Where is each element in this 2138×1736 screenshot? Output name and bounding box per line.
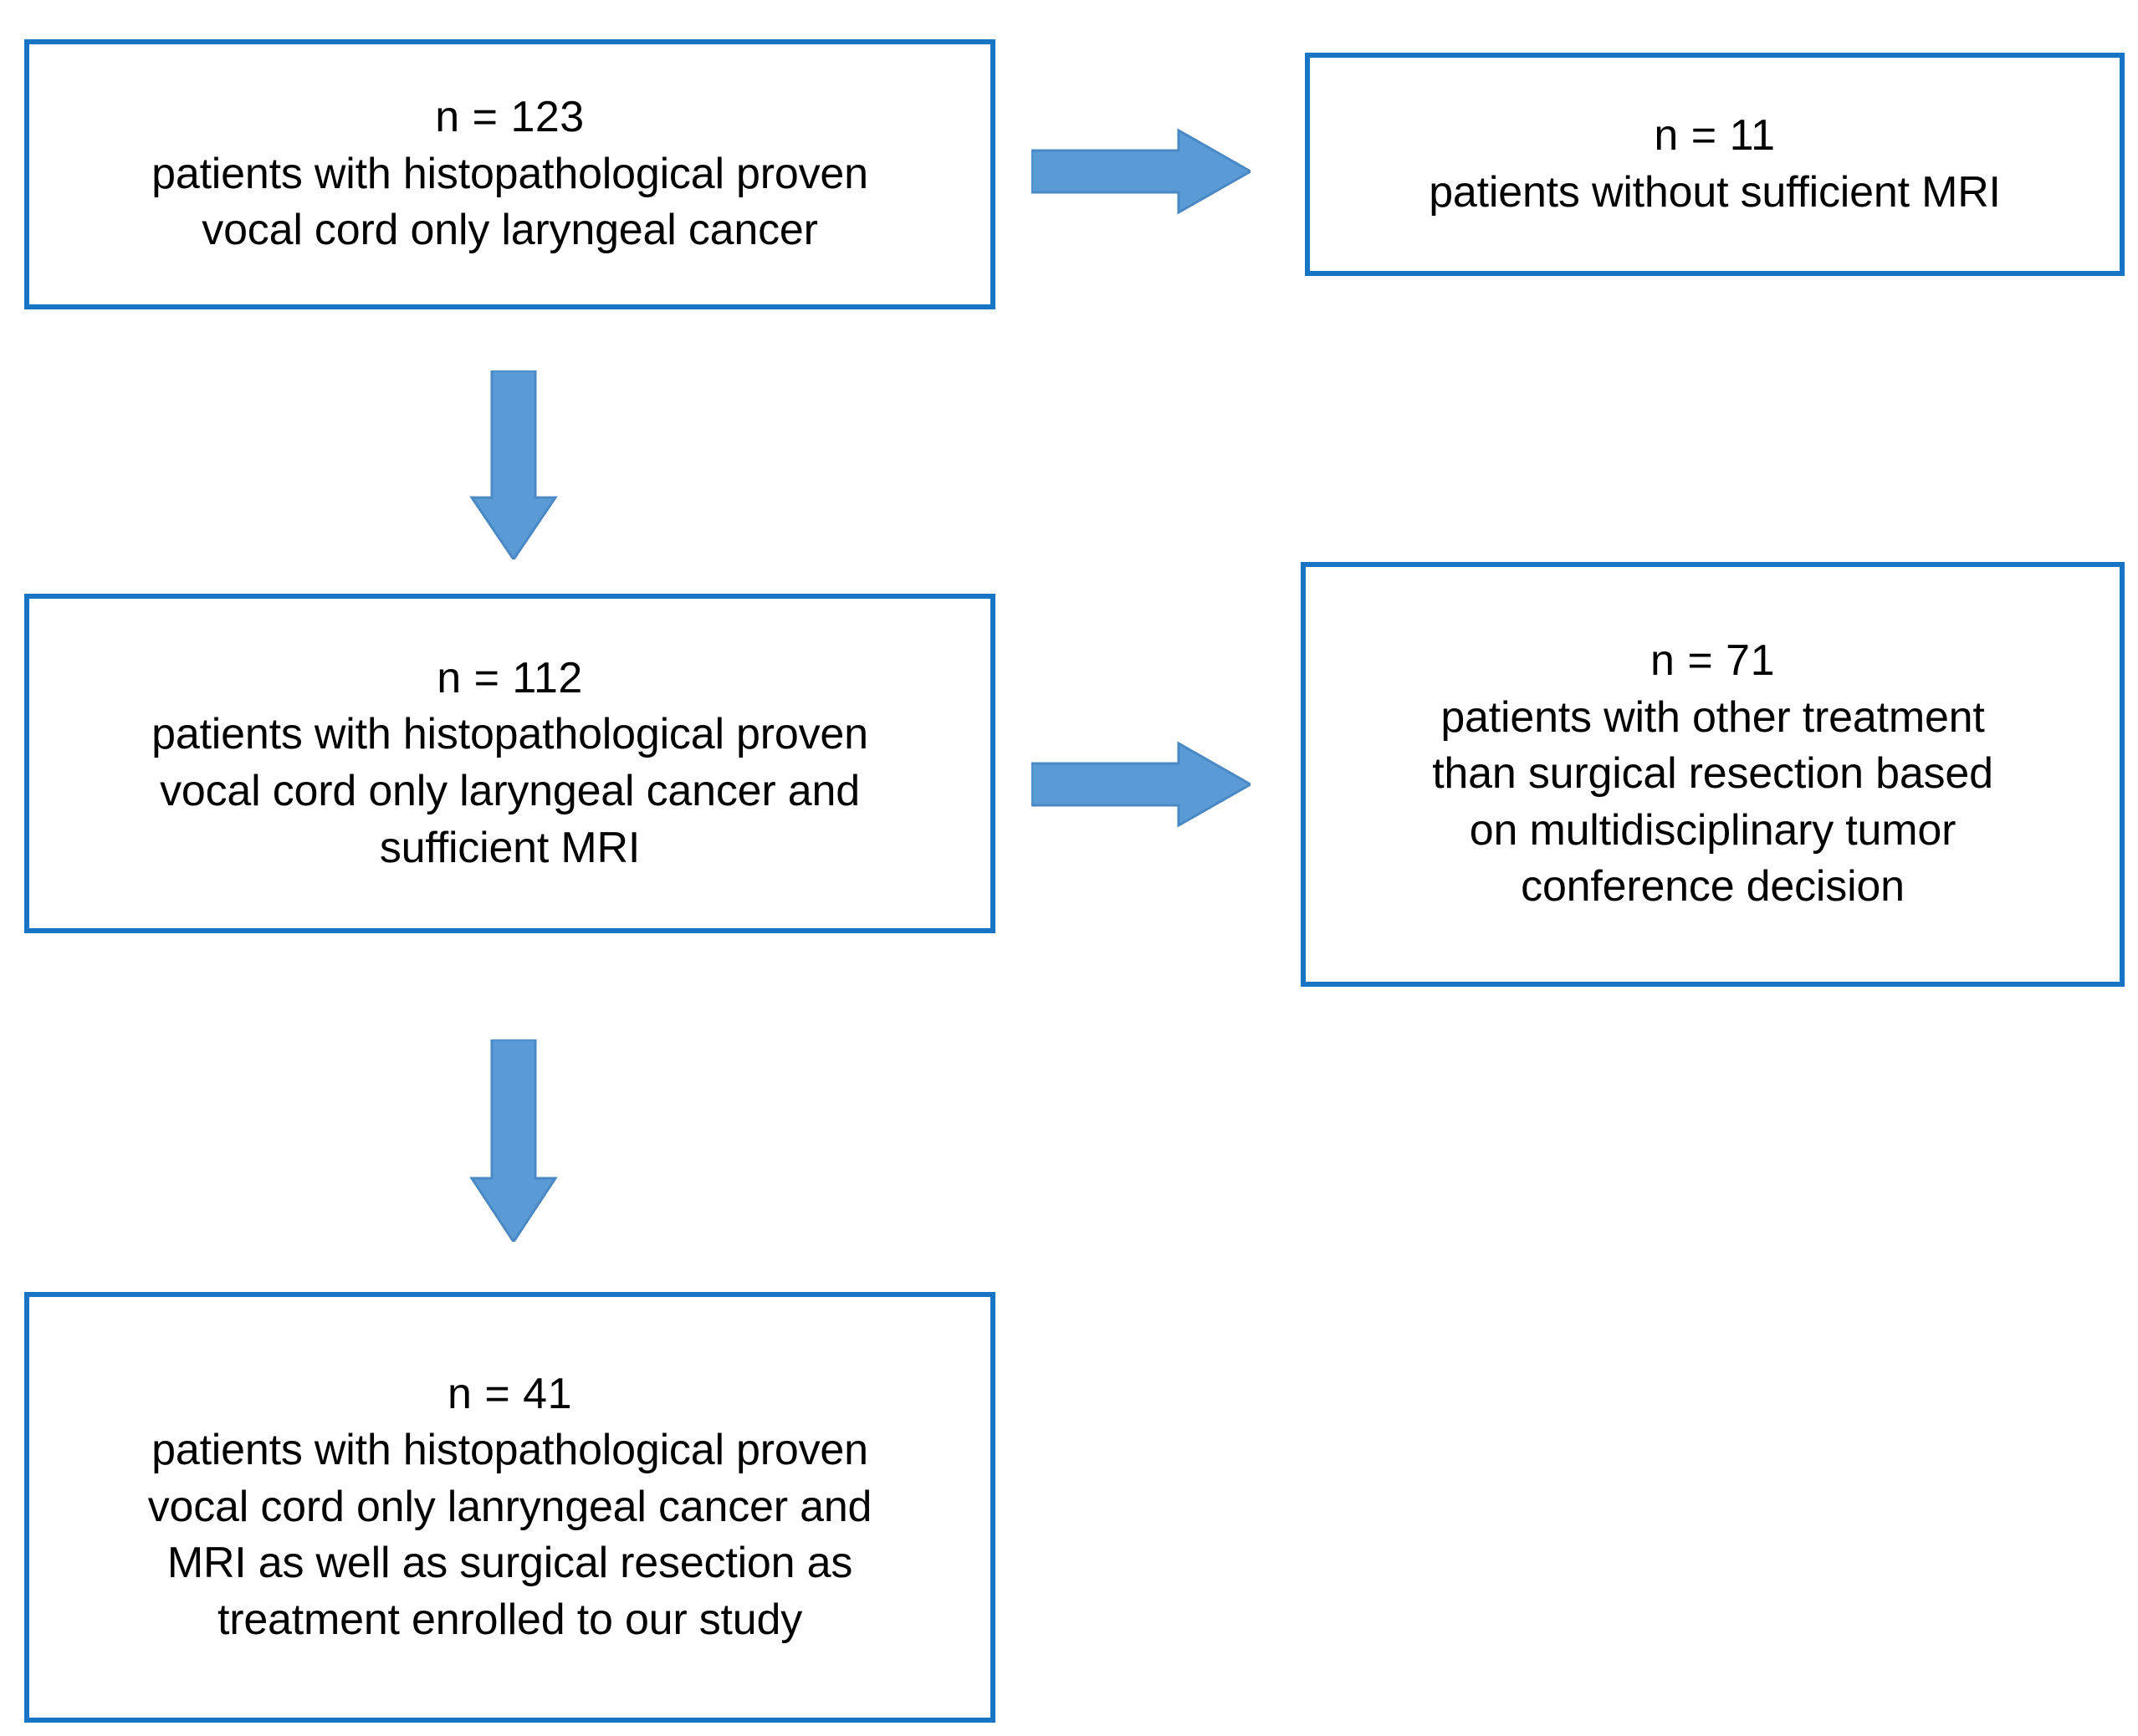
node-excluded-no-mri[interactable]: n = 11 patients without sufficient MRI xyxy=(1305,53,2125,276)
node-enrolled-line-3: MRI as well as surgical resection as xyxy=(166,1539,853,1588)
node-excluded-other-treatment-line-3: on multidisciplinary tumor xyxy=(1469,805,1956,855)
arrow-eligible-to-excluded-other-treatment xyxy=(1031,740,1251,829)
down-arrow-icon xyxy=(469,1039,558,1242)
node-excluded-other-treatment[interactable]: n = 71 patients with other treatment tha… xyxy=(1301,562,2125,987)
node-eligible-line-2: vocal cord only laryngeal cancer and xyxy=(160,767,860,815)
node-excluded-other-treatment-line-2: than surgical resection based xyxy=(1432,749,1993,799)
node-eligible-line-3: sufficient MRI xyxy=(379,823,641,872)
node-enrolled-line-4: treatment enrolled to our study xyxy=(217,1595,803,1644)
node-enrolled-line-1: patients with histopathological proven xyxy=(151,1426,868,1475)
arrow-eligible-to-enrolled xyxy=(468,1039,559,1242)
node-excluded-no-mri-count: n = 11 xyxy=(1654,110,1776,160)
node-screened-count: n = 123 xyxy=(435,93,585,142)
node-eligible-line-1: patients with histopathological proven xyxy=(151,710,868,759)
node-excluded-no-mri-line-1: patients without sufficient MRI xyxy=(1429,167,2001,217)
node-enrolled-line-2: vocal cord only lanryngeal cancer and xyxy=(147,1482,872,1531)
node-screened-line-2: vocal cord only laryngeal cancer xyxy=(202,206,818,255)
node-screened-population[interactable]: n = 123 patients with histopathological … xyxy=(24,39,995,309)
node-eligible-count: n = 112 xyxy=(437,653,583,702)
node-screened-line-1: patients with histopathological proven xyxy=(151,149,868,198)
right-arrow-icon xyxy=(1031,741,1251,828)
node-eligible-population[interactable]: n = 112 patients with histopathological … xyxy=(24,594,995,933)
node-enrolled-count: n = 41 xyxy=(447,1369,573,1418)
arrow-screened-to-excluded-no-mri xyxy=(1031,127,1251,216)
arrow-screened-to-eligible xyxy=(468,370,559,559)
node-excluded-other-treatment-line-4: conference decision xyxy=(1521,862,1905,911)
right-arrow-icon xyxy=(1031,128,1251,215)
node-excluded-other-treatment-line-1: patients with other treatment xyxy=(1440,692,1985,742)
down-arrow-icon xyxy=(469,370,558,559)
node-enrolled-cohort[interactable]: n = 41 patients with histopathological p… xyxy=(24,1292,995,1723)
node-excluded-other-treatment-count: n = 71 xyxy=(1650,636,1776,686)
